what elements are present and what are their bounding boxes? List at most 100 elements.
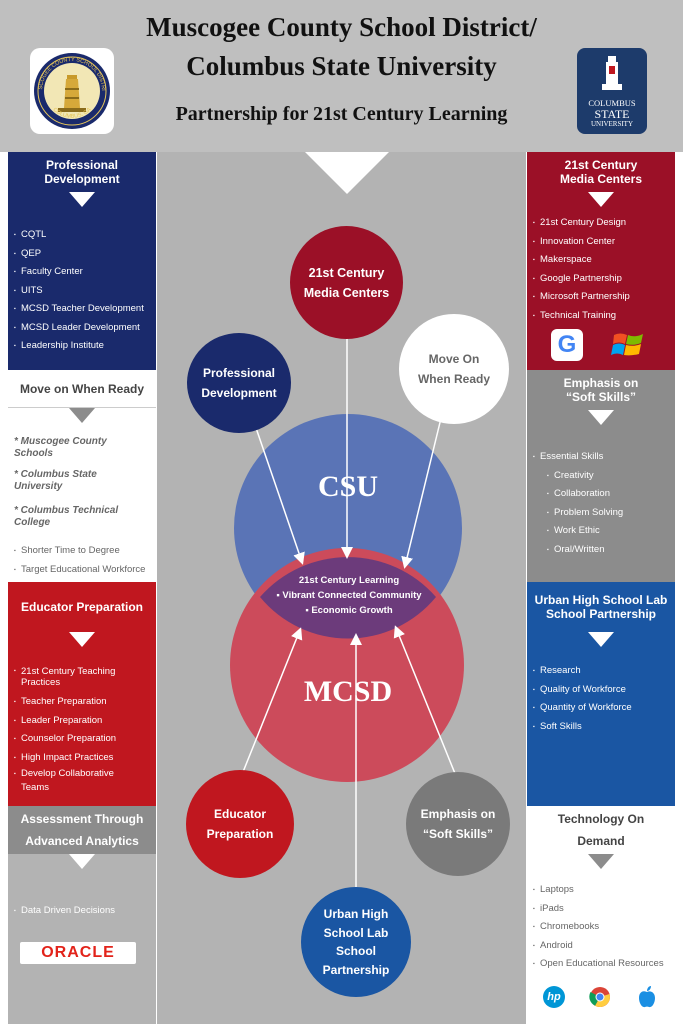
apple-icon — [639, 986, 655, 1008]
list-item: Quality of Workforce — [533, 681, 671, 700]
ep-arrow — [69, 632, 95, 647]
list-item: Android — [533, 937, 671, 956]
mowr-star-2: * Columbus State University — [14, 469, 97, 492]
oracle-logo: ORACLE — [20, 942, 136, 964]
windows-icon — [611, 333, 643, 356]
list-item: Innovation Center — [533, 233, 671, 252]
list-item: MCSD Teacher Development — [14, 300, 152, 319]
pd-arrow — [69, 192, 95, 207]
google-icon: G — [551, 329, 583, 361]
arrow-mowr — [401, 405, 445, 569]
mc-header: 21st Century Media Centers — [527, 152, 675, 192]
mcsd-label: MCSD — [303, 675, 393, 708]
list-item: Leader Preparation — [14, 712, 152, 731]
mowr-body: * Muscogee County Schools * Columbus Sta… — [8, 408, 156, 582]
ss-header: Emphasis on “Soft Skills” — [527, 370, 675, 410]
venn-diagram — [230, 326, 464, 890]
list-item: Work Ethic — [547, 522, 671, 541]
chrome-icon — [589, 987, 610, 1008]
overlap-line-2: ▪ Vibrant Connected Community — [276, 590, 422, 601]
overlap-line-3: ▪ Economic Growth — [305, 605, 393, 616]
list-item: Creativity — [547, 467, 671, 486]
list-item: Problem Solving — [547, 504, 671, 523]
aa-body: Data Driven Decisions ORACLE — [8, 854, 156, 1024]
list-item: Technical Training — [533, 307, 671, 326]
pd-header: Professional Development — [8, 152, 156, 192]
list-item: Target Educational Workforce — [14, 561, 152, 580]
list-item: MCSD Leader Development — [14, 319, 152, 338]
csu-label: CSU — [317, 470, 378, 503]
overlap-line-1: 21st Century Learning — [298, 575, 400, 586]
list-item: Google Partnership — [533, 270, 671, 289]
csu-logo-line-3: UNIVERSITY — [591, 120, 633, 128]
list-item: Develop Collaborative Teams — [14, 767, 124, 795]
list-item: Essential Skills — [533, 448, 671, 467]
mowr-list: Shorter Time to Degree Target Educationa… — [14, 542, 152, 579]
arrow-ep — [242, 627, 303, 773]
lighthouse-seal-icon: MUSCOGEE COUNTY SCHOOL DISTRICT COLUMBUS… — [28, 44, 110, 129]
list-item: Soft Skills — [533, 718, 671, 737]
td-arrow — [588, 854, 614, 869]
list-item: Research — [533, 662, 671, 681]
list-item: QEP — [14, 245, 152, 264]
list-item: iPads — [533, 900, 671, 919]
mowr-arrow — [69, 408, 95, 423]
ep-header: Educator Preparation — [8, 582, 156, 632]
list-item: UITS — [14, 282, 152, 301]
right-column: 21st Century Media Centers 21st Century … — [527, 152, 675, 1024]
pd-list: CQTL QEP Faculty Center UITS MCSD Teache… — [14, 226, 152, 356]
list-item: Faculty Center — [14, 263, 152, 282]
hp-icon: hp — [543, 986, 565, 1008]
uh-list: Research Quality of Workforce Quantity o… — [533, 662, 671, 736]
mowr-star-3: * Columbus Technical College — [14, 505, 119, 528]
ss-body: Essential Skills Creativity Collaboratio… — [527, 410, 675, 582]
mc-list: 21st Century Design Innovation Center Ma… — [533, 214, 671, 325]
list-item: Makerspace — [533, 251, 671, 270]
list-item: Shorter Time to Degree — [14, 542, 152, 561]
header: Muscogee County School District/ Columbu… — [0, 0, 683, 152]
list-item: 21st Century Design — [533, 214, 671, 233]
list-item: Collaboration — [547, 485, 671, 504]
list-item: Open Educational Resources — [533, 955, 671, 974]
list-item: Laptops — [533, 881, 671, 900]
ss-title-1: Emphasis on — [563, 376, 639, 390]
list-item: Chromebooks — [533, 918, 671, 937]
ss-arrow — [588, 410, 614, 425]
title-line-2: Columbus State University — [186, 51, 497, 81]
mowr-star-1: * Muscogee County Schools — [14, 436, 107, 459]
mc-arrow — [588, 192, 614, 207]
aa-list: Data Driven Decisions — [14, 902, 152, 921]
td-title-2: Demand — [577, 834, 625, 848]
list-item: Oral/Written — [547, 541, 671, 560]
subtitle: Partnership for 21st Century Learning — [175, 103, 508, 125]
aa-title-1: Assessment Through — [20, 812, 144, 826]
uh-arrow — [588, 632, 614, 647]
list-item: CQTL — [14, 226, 152, 245]
left-column: Professional Development CQTL QEP Facult… — [8, 152, 156, 1024]
aa-title-2: Advanced Analytics — [25, 834, 139, 848]
td-title-1: Technology On — [557, 812, 645, 826]
overlap-text: 21st Century Learning ▪ Vibrant Connecte… — [254, 573, 444, 618]
ep-list: 21st Century Teaching Practices Teacher … — [14, 666, 152, 795]
ss-title-2: “Soft Skills” — [565, 390, 636, 404]
uh-header: Urban High School Lab School Partnership — [527, 582, 675, 632]
mc-body: 21st Century Design Innovation Center Ma… — [527, 192, 675, 370]
title-line-1: Muscogee County School District/ — [146, 12, 537, 42]
td-list: Laptops iPads Chromebooks Android Open E… — [533, 881, 671, 974]
arrow-pd — [254, 424, 305, 565]
mowr-header: Move on When Ready — [8, 370, 156, 408]
list-item: Leadership Institute — [14, 337, 152, 356]
top-center-arrow — [305, 152, 389, 194]
overlap-region — [260, 557, 436, 639]
list-item: Microsoft Partnership — [533, 288, 671, 307]
ep-body: 21st Century Teaching Practices Teacher … — [8, 632, 156, 806]
td-header: Technology On Demand — [527, 806, 675, 854]
arrow-ss — [393, 625, 457, 777]
mcsd-seal-logo: MUSCOGEE COUNTY SCHOOL DISTRICT COLUMBUS… — [28, 44, 114, 134]
aa-arrow — [69, 854, 95, 869]
